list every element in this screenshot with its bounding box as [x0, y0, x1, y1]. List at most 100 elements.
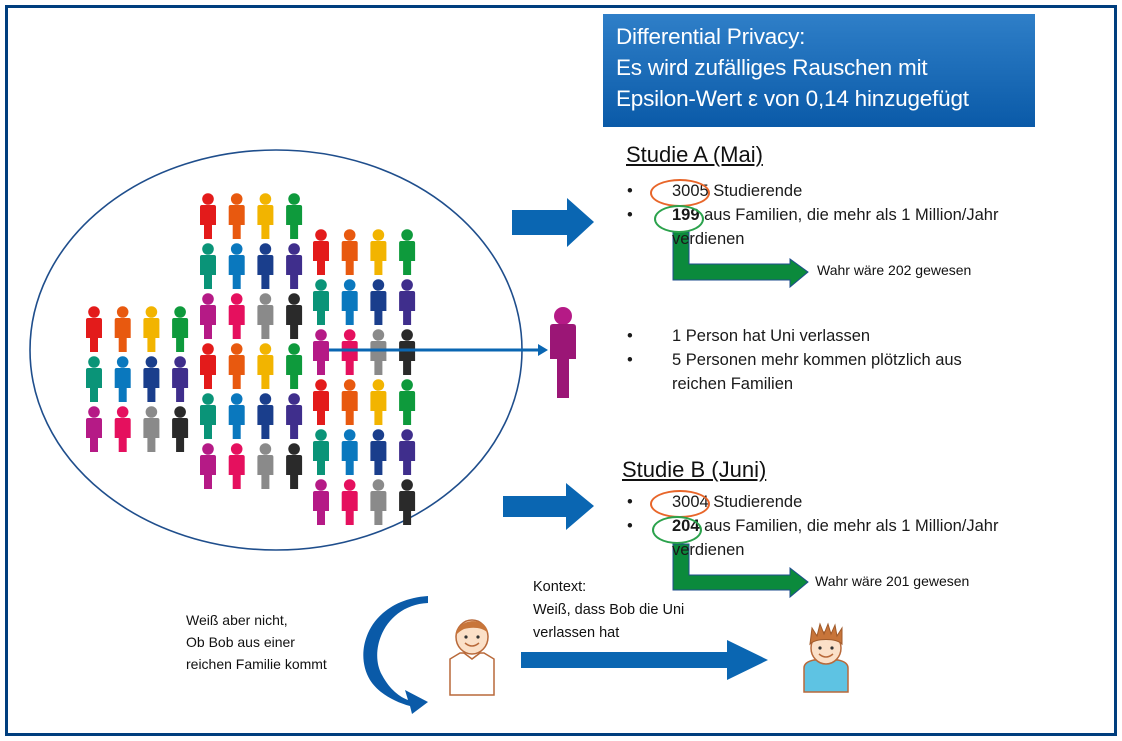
person-icon [341, 379, 358, 425]
change-list: 1 Person hat Uni verlassen 5 Personen me… [627, 324, 962, 396]
study-b-title: Studie B (Juni) [622, 457, 767, 482]
person-icon [200, 393, 216, 439]
person-icon [114, 306, 131, 352]
person-icon [172, 356, 189, 402]
study-b-rich-oval [652, 516, 702, 544]
person-icon [313, 279, 329, 325]
study-a-rich-label: aus Familien, die mehr als 1 Million/Jah… [699, 206, 999, 224]
curved-arrow [363, 596, 428, 714]
unknown-line-2: Ob Bob aus einer [186, 634, 295, 650]
change-item-1: 1 Person hat Uni verlassen [627, 324, 962, 348]
person-icon [313, 479, 329, 525]
study-a-title: Studie A (Mai) [626, 142, 763, 167]
person-icon [370, 329, 387, 375]
person-icon [313, 329, 329, 375]
person-icon [341, 429, 358, 475]
person-icon [370, 379, 387, 425]
change-item-2-text: 5 Personen mehr kommen plötzlich aus [672, 351, 962, 369]
person-icon [228, 293, 245, 339]
person-icon [172, 406, 189, 452]
person-icon [143, 356, 160, 402]
person-icon [257, 243, 274, 289]
person-icon [286, 443, 303, 489]
unknown-line-3: reichen Familie kommt [186, 656, 327, 672]
study-b-rich-label-cont: verdienen [627, 538, 998, 562]
bob-avatar-icon [449, 619, 495, 696]
study-a-rich-label-cont: verdienen [627, 227, 998, 251]
person-icon [86, 306, 102, 352]
person-icon [341, 279, 358, 325]
study-a-rich-oval [654, 205, 704, 233]
person-icon [370, 479, 387, 525]
person-icon [286, 393, 303, 439]
person-icon [200, 443, 216, 489]
person-icon [399, 329, 416, 375]
banner-line-1: Differential Privacy: [616, 24, 806, 49]
person-icon [399, 479, 416, 525]
study-b-rich-label: aus Familien, die mehr als 1 Million/Jah… [699, 517, 999, 535]
person-icon [341, 329, 358, 375]
change-item-1-text: 1 Person hat Uni verlassen [672, 327, 871, 345]
study-b-students-oval [650, 490, 710, 518]
attacker-avatar-icon [803, 622, 849, 693]
person-icon [228, 193, 245, 239]
context-arrow [521, 640, 768, 680]
person-icon [313, 429, 329, 475]
person-icon [200, 243, 216, 289]
arrow-to-study-b [503, 483, 594, 530]
person-icon [114, 356, 131, 402]
person-icon [399, 429, 416, 475]
person-icon [200, 293, 216, 339]
green-elbow-arrow-b [672, 543, 809, 599]
person-icon [257, 193, 274, 239]
person-icon [341, 479, 358, 525]
person-icon [257, 343, 274, 389]
person-icon [143, 306, 160, 352]
person-icon [399, 379, 416, 425]
person-icon [257, 293, 274, 339]
change-item-2-cont-text: reichen Familien [672, 375, 794, 393]
person-icon [86, 406, 102, 452]
person-icon [200, 193, 216, 239]
banner-line-3: Epsilon-Wert ε von 0,14 hinzugefügt [616, 86, 969, 111]
person-icon [286, 293, 303, 339]
person-icon [257, 393, 274, 439]
person-icon [286, 193, 303, 239]
person-icon [313, 379, 329, 425]
leaving-person-icon [550, 307, 576, 398]
person-icon [399, 279, 416, 325]
person-icon [286, 243, 303, 289]
population-group [86, 193, 416, 525]
context-line-1: Kontext: [533, 579, 587, 595]
person-icon [370, 429, 387, 475]
person-icon [86, 356, 102, 402]
study-a-rich-label-line2: verdienen [672, 230, 745, 248]
differential-privacy-banner: Differential Privacy: Es wird zufälliges… [603, 14, 1035, 127]
unknown-line-1: Weiß aber nicht, [186, 612, 288, 628]
study-b-rich-label-line2: verdienen [672, 541, 745, 559]
person-icon [370, 279, 387, 325]
person-icon [228, 443, 245, 489]
study-a-students-label: Studierende [708, 182, 803, 200]
study-a-true-value: Wahr wäre 202 gewesen [817, 262, 972, 278]
person-icon [313, 229, 329, 275]
person-icon [228, 343, 245, 389]
person-icon [143, 406, 160, 452]
person-icon [228, 393, 245, 439]
person-icon [114, 406, 131, 452]
person-icon [200, 343, 216, 389]
change-item-2-cont: reichen Familien [627, 372, 962, 396]
person-icon [399, 229, 416, 275]
unknown-caption: Weiß aber nicht, Ob Bob aus einer reiche… [186, 609, 327, 675]
slide-frame [5, 5, 1117, 736]
person-icon [257, 443, 274, 489]
study-b-students-label: Studierende [708, 493, 803, 511]
person-icon [370, 229, 387, 275]
context-line-3: verlassen hat [533, 625, 620, 641]
banner-line-2: Es wird zufälliges Rauschen mit [616, 55, 928, 80]
person-icon [228, 243, 245, 289]
change-item-2: 5 Personen mehr kommen plötzlich aus [627, 348, 962, 372]
person-icon [341, 229, 358, 275]
arrow-to-study-a [512, 198, 594, 247]
